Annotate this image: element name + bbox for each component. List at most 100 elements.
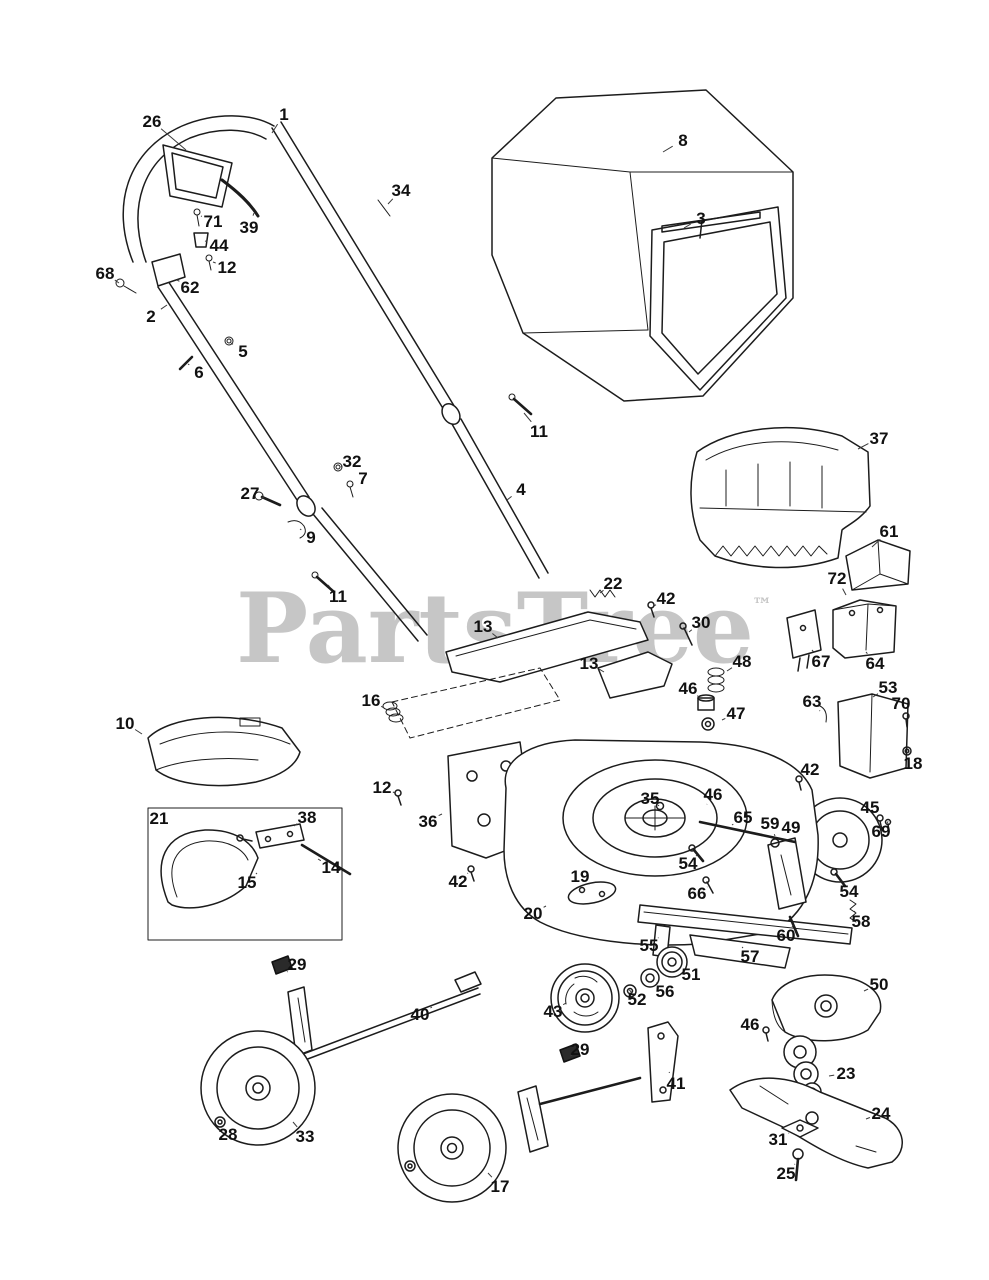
part-number-label[interactable]: 32	[343, 452, 362, 471]
part-number-label[interactable]: 13	[580, 654, 599, 673]
part-number-label[interactable]: 64	[866, 654, 885, 673]
part-number-label[interactable]: 11	[329, 587, 347, 606]
part-number-label[interactable]: 24	[872, 1104, 891, 1123]
part-number-label[interactable]: 52	[628, 990, 647, 1009]
part-number-label[interactable]: 40	[411, 1005, 430, 1024]
label-leader-line	[487, 1172, 493, 1178]
part-number-label[interactable]: 27	[241, 484, 260, 503]
part-number-label[interactable]: 47	[727, 704, 746, 723]
label-leader-line	[853, 910, 856, 913]
part-number-label[interactable]: 46	[741, 1015, 760, 1034]
part-number-label[interactable]: 55	[640, 936, 659, 955]
blade-assembly-art	[729, 974, 903, 1182]
part-number-label[interactable]: 38	[298, 808, 317, 827]
part-number-label[interactable]: 6	[194, 363, 203, 382]
label-leader-line	[271, 123, 279, 134]
part-number-label[interactable]: 46	[679, 679, 698, 698]
label-leader-line	[589, 883, 591, 885]
part-number-label[interactable]: 45	[861, 798, 880, 817]
part-number-label[interactable]: 53	[879, 678, 898, 697]
label-leader-line	[392, 791, 396, 794]
label-leader-line	[865, 1117, 871, 1120]
part-number-label[interactable]: 26	[143, 112, 162, 131]
part-number-label[interactable]: 50	[870, 975, 889, 994]
part-number-label[interactable]: 61	[880, 522, 899, 541]
part-number-label[interactable]: 44	[210, 236, 229, 255]
part-number-label[interactable]: 42	[801, 760, 820, 779]
part-number-label[interactable]: 19	[571, 867, 590, 886]
part-number-label[interactable]: 25	[777, 1164, 796, 1183]
part-number-label[interactable]: 17	[491, 1177, 510, 1196]
part-number-label[interactable]: 67	[812, 652, 831, 671]
label-leader-line	[865, 651, 868, 655]
part-number-label[interactable]: 58	[852, 912, 871, 931]
part-number-label[interactable]: 68	[96, 264, 115, 283]
part-number-label[interactable]: 29	[288, 955, 307, 974]
part-number-label[interactable]: 54	[840, 882, 859, 901]
part-number-label[interactable]: 71	[204, 212, 223, 231]
part-number-label[interactable]: 11	[530, 422, 548, 441]
part-number-label[interactable]: 49	[782, 818, 801, 837]
part-number-label[interactable]: 18	[904, 754, 923, 773]
deck-cover-art	[382, 589, 725, 811]
part-number-label[interactable]: 7	[358, 469, 367, 488]
label-leader-line	[492, 633, 499, 639]
part-number-label[interactable]: 8	[678, 131, 687, 150]
part-number-label[interactable]: 69	[872, 822, 891, 841]
part-number-label[interactable]: 39	[240, 218, 259, 237]
part-number-label[interactable]: 12	[218, 258, 237, 277]
part-number-label[interactable]: 54	[679, 854, 698, 873]
part-number-label[interactable]: 56	[656, 982, 675, 1001]
part-number-label[interactable]: 4	[516, 480, 526, 499]
part-number-label[interactable]: 37	[870, 429, 889, 448]
part-number-label[interactable]: 1	[279, 105, 288, 124]
label-leader-line	[523, 412, 532, 423]
part-number-label[interactable]: 63	[803, 692, 822, 711]
part-number-label[interactable]: 2	[146, 307, 155, 326]
part-number-label[interactable]: 12	[373, 778, 392, 797]
part-number-label[interactable]: 23	[837, 1064, 856, 1083]
part-number-label[interactable]: 66	[688, 884, 707, 903]
part-number-label[interactable]: 57	[741, 947, 760, 966]
part-number-label[interactable]: 22	[604, 574, 623, 593]
part-number-label[interactable]: 42	[449, 872, 468, 891]
part-number-label[interactable]: 48	[733, 652, 752, 671]
part-number-label[interactable]: 16	[362, 691, 381, 710]
part-number-label[interactable]: 70	[892, 694, 911, 713]
label-leader-line	[791, 925, 794, 928]
label-leader-line	[160, 304, 168, 310]
part-number-label[interactable]: 65	[734, 808, 753, 827]
part-number-label[interactable]: 60	[777, 926, 796, 945]
label-leader-line	[252, 212, 255, 216]
part-number-label[interactable]: 72	[828, 569, 847, 588]
part-number-label[interactable]: 20	[524, 904, 543, 923]
label-leader-line	[842, 588, 847, 596]
part-number-label[interactable]: 30	[692, 613, 711, 632]
part-number-label[interactable]: 42	[657, 589, 676, 608]
part-number-label[interactable]: 14	[322, 858, 341, 877]
part-number-label[interactable]: 34	[392, 181, 411, 200]
part-number-label[interactable]: 5	[238, 342, 247, 361]
part-number-label[interactable]: 29	[571, 1040, 590, 1059]
part-number-label[interactable]: 15	[238, 873, 257, 892]
part-number-label[interactable]: 36	[419, 812, 438, 831]
label-leader-line	[871, 538, 881, 548]
part-number-label[interactable]: 33	[296, 1127, 315, 1146]
part-number-label[interactable]: 62	[181, 278, 200, 297]
part-number-label[interactable]: 43	[544, 1002, 563, 1021]
part-number-label[interactable]: 28	[219, 1125, 238, 1144]
part-number-label[interactable]: 13	[474, 617, 493, 636]
part-number-label[interactable]: 51	[682, 965, 701, 984]
part-number-label[interactable]: 46	[704, 785, 723, 804]
part-number-label[interactable]: 9	[306, 528, 315, 547]
part-number-label[interactable]: 3	[696, 209, 705, 228]
label-leader-line	[351, 483, 354, 486]
part-number-label[interactable]: 59	[761, 814, 780, 833]
part-number-label[interactable]: 35	[641, 789, 660, 808]
part-number-label[interactable]: 21	[150, 809, 169, 828]
part-number-label[interactable]: 31	[769, 1130, 788, 1149]
label-leader-line	[187, 363, 190, 366]
part-number-label[interactable]: 41	[667, 1074, 686, 1093]
part-number-label[interactable]: 10	[116, 714, 135, 733]
